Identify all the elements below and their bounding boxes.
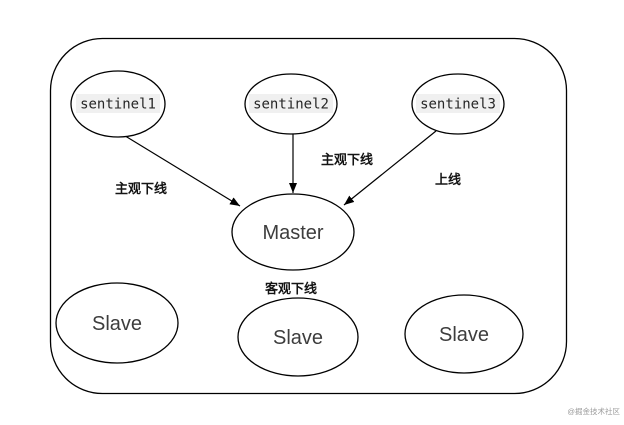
node-sentinel3: sentinel3	[411, 73, 505, 135]
edge-sentinel1-to-master-label: 主观下线	[115, 181, 167, 196]
node-sentinel1-label-bg	[76, 94, 160, 113]
edge-sentinel3-to-master-label: 上线	[435, 172, 461, 187]
node-master-label: Master	[262, 222, 323, 244]
node-sentinel2: sentinel2	[244, 73, 338, 135]
node-slave-right-shape	[404, 294, 524, 374]
watermark: @掘金技术社区	[567, 406, 620, 416]
node-sentinel1: sentinel1	[70, 70, 166, 138]
node-sentinel2-label-bg	[249, 94, 333, 113]
objective-offline-label: 客观下线	[265, 281, 317, 296]
node-slave-middle-shape	[237, 297, 359, 377]
node-slave-left: Slave	[55, 282, 179, 364]
node-slave-right-label: Slave	[439, 324, 489, 346]
cluster-boundary	[49, 37, 568, 395]
edge-sentinel3-to-master: 上线	[343, 130, 461, 206]
node-slave-middle-label: Slave	[273, 327, 323, 349]
node-slave-right: Slave	[404, 294, 524, 374]
node-sentinel2-label: sentinel2	[253, 97, 329, 113]
node-slave-left-label: Slave	[92, 313, 142, 335]
node-slave-middle: Slave	[237, 297, 359, 377]
edge-sentinel1-to-master: 主观下线	[115, 133, 241, 207]
edge-sentinel2-to-master-label: 主观下线	[321, 152, 373, 167]
node-sentinel3-label-bg	[416, 94, 500, 113]
node-master-shape	[231, 193, 355, 271]
edge-sentinel1-to-master-line	[121, 133, 241, 207]
node-slave-left-shape	[55, 282, 179, 364]
node-sentinel3-label: sentinel3	[420, 97, 496, 113]
edge-sentinel3-to-master-line	[343, 130, 437, 206]
edge-sentinel2-to-master: 主观下线	[289, 134, 373, 193]
node-master: Master	[231, 193, 355, 271]
node-sentinel1-label: sentinel1	[80, 97, 156, 113]
